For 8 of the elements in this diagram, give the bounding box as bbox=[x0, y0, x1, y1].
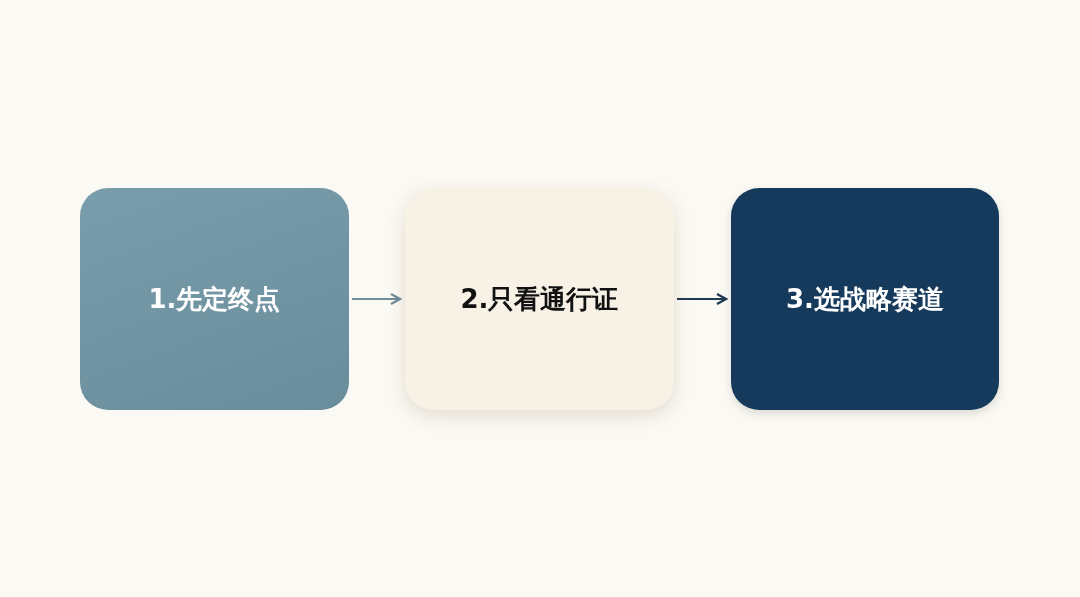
arrow bbox=[352, 292, 402, 306]
process-box bbox=[80, 188, 349, 410]
arrow bbox=[677, 292, 728, 306]
step-label: 3.选战略赛道 bbox=[786, 282, 944, 316]
step-label: 2.只看通行证 bbox=[460, 282, 619, 316]
process-box bbox=[405, 188, 674, 410]
process-box bbox=[731, 188, 999, 410]
step-label: 1.先定终点 bbox=[148, 282, 281, 316]
